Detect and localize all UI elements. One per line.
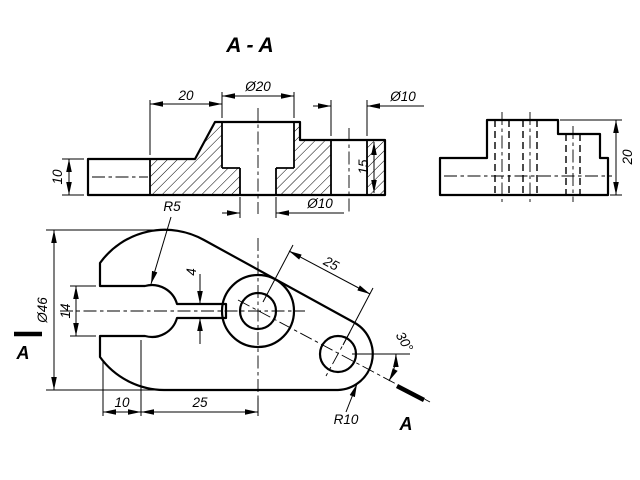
dim-label-counterbore: Ø20 [244,79,271,94]
dim-total-height: 20 [560,119,635,196]
dim-label-fork-diameter: Ø46 [35,297,50,324]
dim-label-mouth-width: 14 [58,303,73,318]
section-feature-lines [149,122,368,195]
dim-arm-center-distance: 25 [262,244,374,346]
dim-notch-radius: R5 [150,199,181,285]
dim-label-shoulder-width: 20 [177,88,194,103]
dim-label-bottom-hole: Ø10 [306,196,333,211]
section-dimensions: 10 20 Ø20 Ø10 [50,79,424,218]
dim-label-lug-hole: Ø10 [389,89,416,104]
plan-view: Ø46 14 R5 4 [14,199,431,434]
dim-bottom-chain: 10 25 [102,340,259,416]
section-hatch-left [150,122,240,195]
dim-lug-height: 15 [356,142,377,193]
side-centerlines [444,112,612,202]
side-view: 20 [438,112,635,202]
dim-slot-width: 4 [184,268,203,344]
section-mark-right: A [399,414,413,434]
dim-label-notch-radius: R5 [163,199,181,214]
section-hatch-middle [276,122,331,195]
dim-lug-hole: Ø10 [313,89,424,136]
dim-plate-height: 10 [50,158,84,196]
dim-label-total-height: 20 [620,149,635,166]
section-outline [86,120,387,197]
section-view: 10 20 Ø20 Ø10 [50,79,424,218]
cutting-plane-right-mark [395,384,426,402]
dim-counterbore: Ø20 [222,79,295,118]
cutting-plane-marks: A A [14,331,426,434]
section-centerlines [92,108,350,214]
main-hole-counterbore [220,273,296,349]
dim-label-plate-height: 10 [50,169,65,185]
section-mark-left: A [16,343,30,363]
side-hidden-lines [494,120,581,195]
dim-label-end-radius: R10 [334,412,359,427]
dim-label-arm-angle: 30° [393,329,416,355]
dim-label-lug-height: 15 [356,159,371,175]
plan-outline [98,228,374,392]
plan-dimensions: Ø46 14 R5 4 [35,199,416,427]
dim-label-arm-center-distance: 25 [320,253,342,274]
dim-arm-angle: 30° [352,329,416,382]
dim-end-radius: R10 [334,383,359,427]
dim-mouth-width: 14 [58,285,96,337]
dim-fork-diameter: Ø46 [35,229,158,391]
dim-bottom-hole: Ø10 [222,196,344,218]
side-dimensions: 20 [560,119,635,196]
section-title: A - A [225,34,273,57]
side-outline [438,118,610,197]
dim-label-slot-width: 4 [184,268,199,276]
dim-label-offset: 10 [114,395,130,410]
dim-label-center-distance: 25 [191,395,208,410]
